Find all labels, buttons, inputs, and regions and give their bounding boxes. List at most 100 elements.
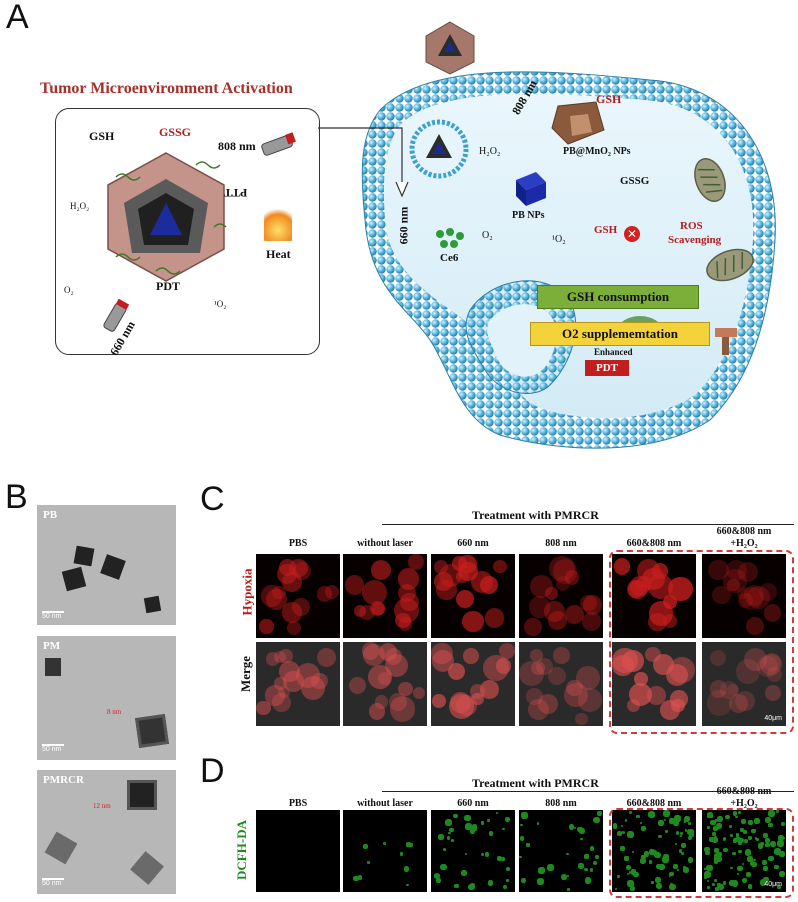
cell-blob bbox=[746, 585, 771, 610]
cell-blob bbox=[471, 692, 484, 705]
cell-blob bbox=[744, 647, 768, 672]
cell-blob bbox=[379, 643, 398, 662]
fluorescence-dot bbox=[713, 826, 719, 831]
fluorescence-dot bbox=[775, 810, 779, 814]
fluorescence-dot bbox=[765, 838, 770, 843]
fluorescence-dot bbox=[748, 820, 753, 825]
cell-blob bbox=[260, 585, 282, 607]
cell-pbnps-label: PB NPs bbox=[512, 210, 545, 221]
cell-blob bbox=[671, 698, 686, 713]
panel-c-treatment-line bbox=[382, 524, 794, 525]
fluorescence-dot bbox=[627, 831, 634, 838]
cell-blob bbox=[447, 662, 466, 681]
fluorescence-dot bbox=[488, 831, 494, 836]
cell-blob bbox=[735, 691, 755, 711]
cell-blob bbox=[708, 559, 729, 581]
fluorescence-dot bbox=[367, 860, 370, 864]
fluorescence-dot bbox=[764, 816, 771, 824]
panel-c-scale-label: 40μm bbox=[764, 715, 782, 722]
fluorescence-dot bbox=[620, 846, 625, 851]
cell-blob bbox=[400, 592, 419, 611]
fluorescence-dot bbox=[663, 810, 671, 817]
cell-blob bbox=[271, 585, 286, 600]
cell-blob bbox=[316, 586, 333, 602]
fluorescence-dot bbox=[762, 860, 767, 866]
fluorescence-dot bbox=[712, 882, 716, 886]
cell-blob bbox=[738, 561, 759, 582]
pdt-box: PDT bbox=[585, 360, 629, 376]
inset-ptt-label: PTT bbox=[224, 186, 248, 200]
fluorescence-dot bbox=[768, 855, 774, 862]
cell-blob bbox=[493, 559, 507, 573]
cell-blob bbox=[529, 574, 554, 599]
inset-connector bbox=[318, 127, 409, 198]
fluorescence-dot bbox=[382, 842, 386, 846]
fluorescence-dot bbox=[746, 872, 751, 877]
cell-blob bbox=[377, 671, 392, 686]
row-label-hypoxia: Hypoxia bbox=[239, 568, 255, 616]
cell-blob bbox=[762, 653, 781, 672]
cell-blob bbox=[367, 664, 392, 690]
cell-blob bbox=[393, 598, 419, 624]
fluorescence-dot bbox=[780, 821, 786, 827]
fluorescence-dot bbox=[658, 863, 665, 870]
inset-h2o2-label: H₂O₂ bbox=[70, 201, 90, 211]
hypoxia-image bbox=[256, 554, 340, 638]
fluorescence-dot bbox=[778, 871, 785, 878]
inset-o2-label: O₂ bbox=[64, 285, 74, 295]
tem-shell-note: 12 nm bbox=[93, 802, 111, 810]
cell-blob bbox=[324, 585, 339, 600]
fluorescence-dot bbox=[739, 838, 745, 844]
cell-blob bbox=[535, 658, 553, 676]
fluorescence-dot bbox=[568, 824, 575, 831]
fluorescence-dot bbox=[662, 856, 670, 864]
cell-blob bbox=[566, 679, 584, 697]
fluorescence-dot bbox=[687, 857, 694, 863]
fluorescence-dot bbox=[732, 838, 738, 843]
panel-d-column-header: 660&808 nm bbox=[626, 798, 682, 809]
fluorescence-dot bbox=[730, 866, 733, 870]
fluorescence-dot bbox=[683, 816, 690, 823]
merge-image bbox=[431, 642, 515, 726]
cell-blob bbox=[744, 585, 765, 606]
fluorescence-dot bbox=[584, 868, 588, 872]
fluorescence-dot bbox=[687, 828, 694, 836]
fluorescence-dot bbox=[722, 881, 727, 885]
cell-blob bbox=[349, 676, 367, 694]
fluorescence-dot bbox=[655, 883, 662, 890]
fluorescence-dot bbox=[768, 822, 773, 828]
cell-blob bbox=[483, 655, 509, 681]
tem-scale-pm: 50 nm bbox=[42, 746, 62, 753]
row-label-merge: Merge bbox=[238, 655, 254, 693]
cell-gsh2-label: GSH bbox=[594, 224, 618, 236]
tem-particle bbox=[44, 831, 78, 865]
fluorescence-dot bbox=[741, 862, 745, 866]
fluorescence-dot bbox=[664, 819, 667, 822]
fluorescence-dot bbox=[481, 821, 485, 825]
fluorescence-dot bbox=[717, 815, 724, 822]
cell-blob bbox=[526, 688, 543, 705]
fluorescence-dot bbox=[704, 850, 710, 856]
cell-blob bbox=[763, 604, 781, 622]
cell-blob bbox=[362, 643, 385, 666]
fluorescence-dot bbox=[669, 871, 674, 876]
fluorescence-dot bbox=[747, 884, 753, 889]
cell-blob bbox=[296, 663, 321, 688]
merge-image: 40μm bbox=[702, 642, 786, 726]
cell-blob bbox=[669, 657, 696, 684]
panel-c-column-header: PBS bbox=[288, 538, 308, 549]
cell-blob bbox=[712, 585, 731, 605]
cross-icon: ✕ bbox=[624, 226, 640, 242]
fluorescence-dot bbox=[614, 888, 618, 891]
fluorescence-dot bbox=[547, 864, 555, 872]
fluorescence-dot bbox=[706, 864, 713, 871]
fluorescence-dot bbox=[704, 846, 710, 853]
cell-blob bbox=[385, 648, 403, 665]
fluorescence-dot bbox=[742, 830, 747, 835]
fluorescence-dot bbox=[469, 828, 476, 835]
cell-blob bbox=[265, 685, 286, 706]
pb-mno2-particle bbox=[551, 101, 605, 145]
fluorescence-dot bbox=[759, 878, 767, 886]
fluorescence-dot bbox=[438, 834, 445, 840]
cell-blob bbox=[344, 574, 365, 595]
